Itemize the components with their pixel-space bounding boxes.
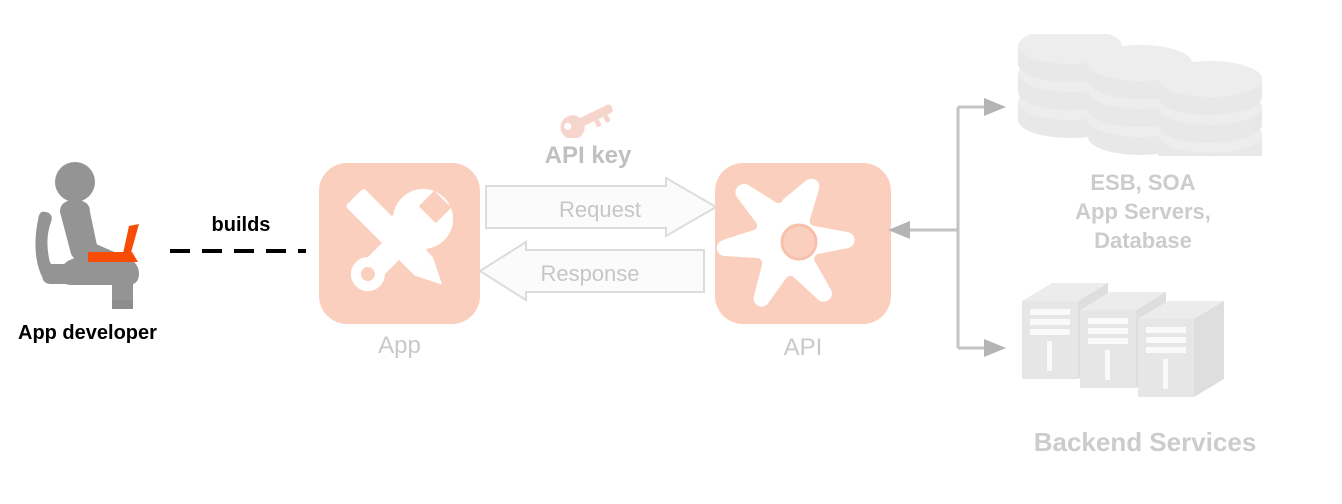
app-node-box[interactable] xyxy=(319,163,480,324)
database-label-line-2: App Servers, xyxy=(1075,199,1211,224)
app-node-label: App xyxy=(378,332,421,359)
app-developer-label: App developer xyxy=(18,322,157,344)
server-rack-icon xyxy=(1022,283,1270,398)
backend-services-label: Backend Services xyxy=(1033,427,1257,457)
response-arrow xyxy=(478,240,706,302)
request-arrow-label: Request xyxy=(559,197,641,222)
database-label-line-3: Database xyxy=(1094,228,1192,253)
wrench-and-pencil-icon xyxy=(346,188,454,292)
builds-relation-label: builds xyxy=(211,214,271,236)
request-arrow xyxy=(484,176,718,238)
database-group-label: ESB, SOA App Servers, Database xyxy=(1022,168,1264,255)
api-hub-star-icon xyxy=(717,178,855,307)
database-cylinder-stack-icon xyxy=(1018,28,1268,171)
api-node-box[interactable] xyxy=(715,163,891,324)
database-label-line-1: ESB, SOA xyxy=(1090,170,1196,195)
app-developer-icon xyxy=(30,160,200,310)
backend-connector-lines xyxy=(880,85,1010,370)
api-key-label: API key xyxy=(544,142,632,169)
api-node-label: API xyxy=(783,334,823,361)
key-icon xyxy=(556,98,618,140)
builds-dashed-line xyxy=(168,243,308,253)
response-arrow-label: Response xyxy=(540,261,640,286)
